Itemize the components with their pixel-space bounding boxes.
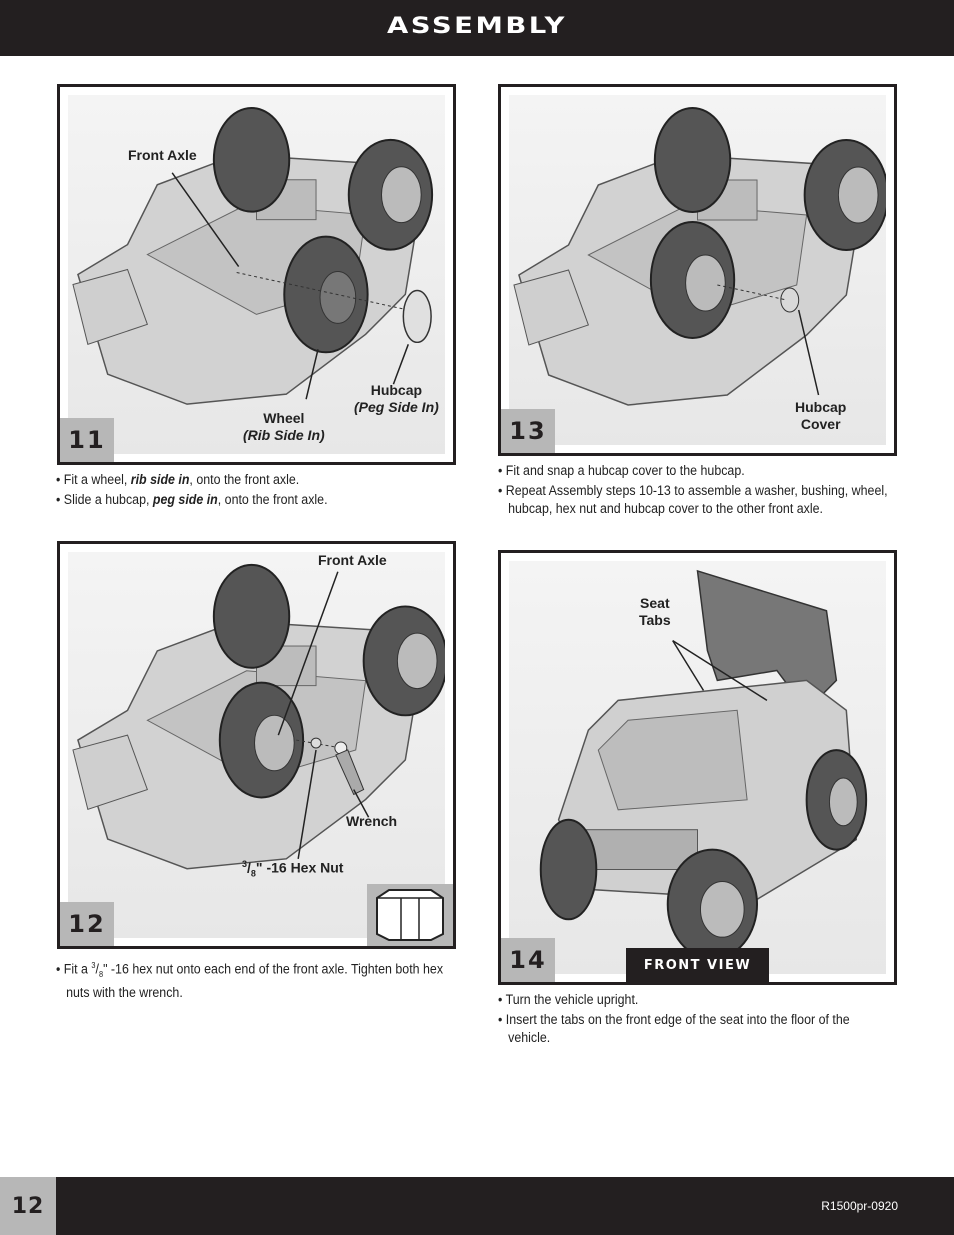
wrench-label: Wrench (346, 813, 398, 829)
vehicle-underside-drawing (513, 107, 886, 406)
bullet-item: • Repeat Assembly steps 10-13 to assembl… (498, 483, 888, 516)
bullet-item: • Slide a hubcap, peg side in, onto the … (56, 492, 328, 507)
front-view-tag: FRONT VIEW (626, 948, 769, 982)
step-11-panel: Front Axle Wheel(Rib Side In) Hubcap(Peg… (57, 84, 456, 465)
wheel-label: Wheel(Rib Side In) (243, 410, 325, 443)
document-code: R1500pr-0920 (821, 1199, 898, 1213)
step-13-illustration (509, 95, 886, 445)
header-bar: ASSEMBLY (0, 0, 954, 56)
bullet-item: • Fit a wheel, rib side in, onto the fro… (56, 472, 300, 487)
hubcap-label: Hubcap(Peg Side In) (354, 382, 439, 415)
step-14-illustration (509, 561, 886, 974)
step-number-11: 11 (60, 418, 114, 462)
hex-nut-inset (367, 884, 453, 946)
bullet-item: • Fit and snap a hubcap cover to the hub… (498, 463, 745, 478)
step-12-illustration (68, 552, 445, 938)
page-number: 12 (0, 1177, 56, 1235)
step-12-instructions: • Fit a 3/8" -16 hex nut onto each end o… (56, 957, 461, 1004)
hex-nut-icon (376, 889, 444, 941)
vehicle-underside-drawing (72, 563, 445, 870)
bullet-item: • Insert the tabs on the front edge of t… (498, 1012, 850, 1045)
vehicle-underside-drawing (72, 106, 434, 405)
step-13-instructions: • Fit and snap a hubcap cover to the hub… (498, 462, 898, 520)
vehicle-front-drawing (539, 569, 868, 961)
footer-bar (0, 1177, 954, 1235)
bullet-item: • Turn the vehicle upright. (498, 992, 639, 1007)
step-11-instructions: • Fit a wheel, rib side in, onto the fro… (56, 471, 442, 511)
step-number-13: 13 (501, 409, 555, 453)
front-axle-label: Front Axle (128, 147, 197, 163)
hex-nut-label: 3/8" -16 Hex Nut (242, 859, 344, 879)
bullet-item: • Fit a 3/8" -16 hex nut onto each end o… (56, 961, 444, 1001)
step-11-illustration (68, 95, 445, 454)
step-number-14: 14 (501, 938, 555, 982)
front-axle-label: Front Axle (318, 552, 387, 568)
step-number-12: 12 (60, 902, 114, 946)
step-12-panel: Front Axle Wrench 3/8" -16 Hex Nut 12 (57, 541, 456, 949)
step-14-instructions: • Turn the vehicle upright. • Insert the… (498, 991, 866, 1049)
page-title: ASSEMBLY (387, 14, 567, 39)
